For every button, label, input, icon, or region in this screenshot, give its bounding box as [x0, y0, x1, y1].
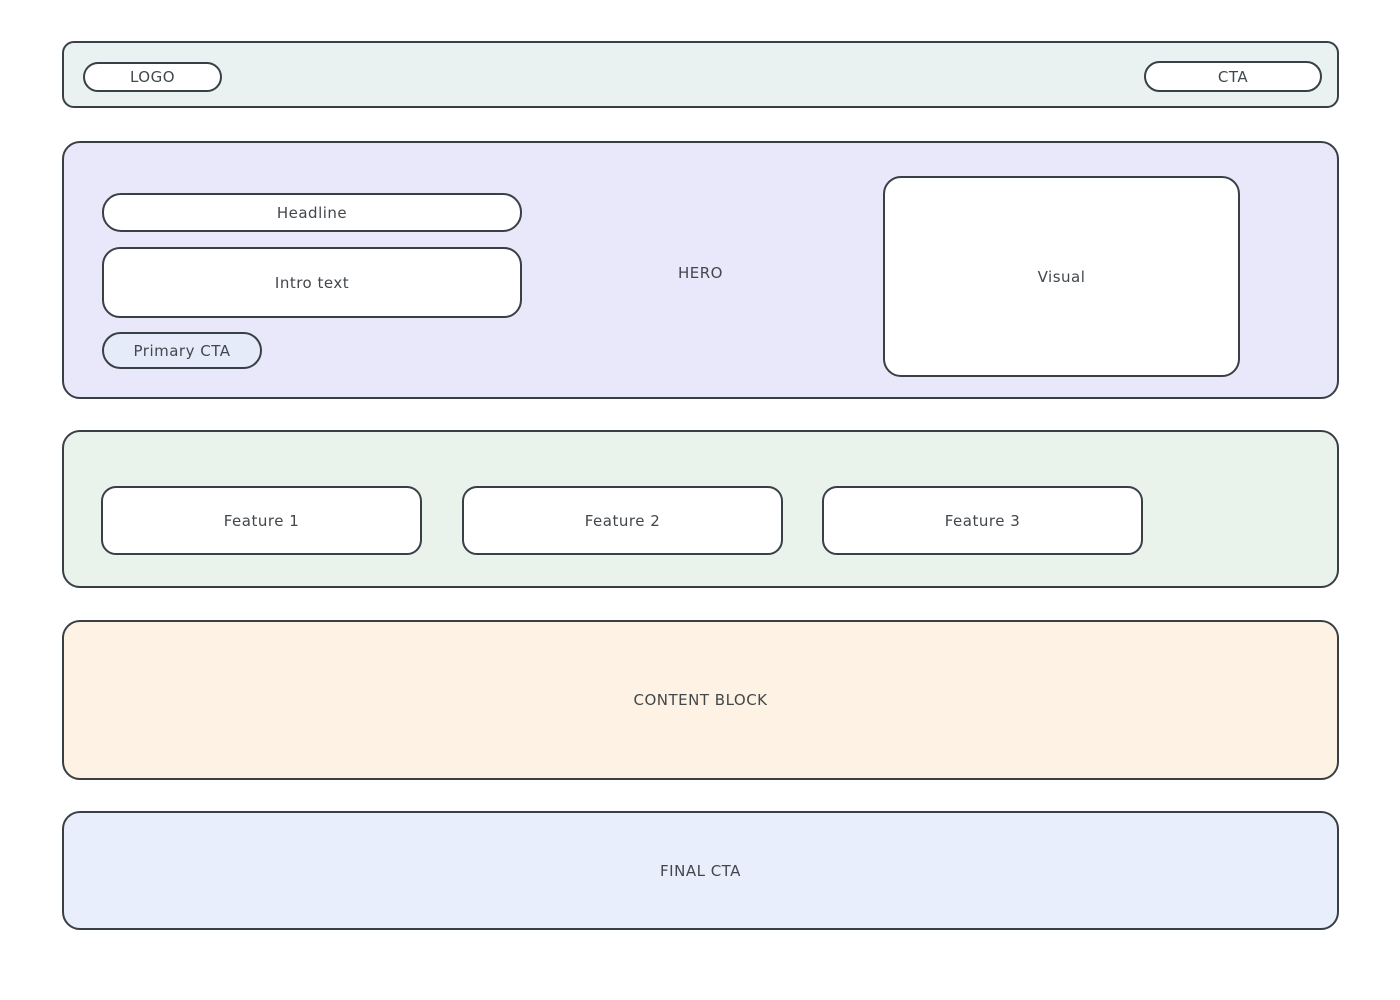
primary-cta-button[interactable]: Primary CTA: [102, 332, 262, 369]
feature-2-label: Feature 2: [584, 511, 661, 530]
hero-section-label: HERO: [678, 264, 723, 282]
headline-placeholder: Headline: [102, 193, 522, 232]
feature-card-1: Feature 1: [101, 486, 422, 555]
header-cta-label: CTA: [1217, 67, 1249, 86]
feature-3-label: Feature 3: [944, 511, 1021, 530]
features-section: Feature 1 Feature 2 Feature 3: [62, 430, 1339, 588]
header-bar: LOGO CTA: [62, 41, 1339, 108]
logo: LOGO: [83, 62, 222, 92]
intro-text-placeholder: Intro text: [102, 247, 522, 318]
headline-label: Headline: [276, 203, 348, 222]
hero-visual-label: Visual: [1037, 267, 1086, 286]
intro-text-label: Intro text: [274, 273, 350, 292]
final-cta-section: FINAL CTA: [62, 811, 1339, 930]
feature-1-label: Feature 1: [223, 511, 300, 530]
content-block-section: CONTENT BLOCK: [62, 620, 1339, 780]
primary-cta-label: Primary CTA: [133, 341, 231, 360]
hero-visual-placeholder: Visual: [883, 176, 1240, 377]
final-cta-label: FINAL CTA: [660, 861, 741, 880]
feature-card-2: Feature 2: [462, 486, 783, 555]
header-cta-button[interactable]: CTA: [1144, 61, 1322, 92]
hero-section: Headline Intro text Primary CTA HERO Vis…: [62, 141, 1339, 399]
feature-card-3: Feature 3: [822, 486, 1143, 555]
logo-label: LOGO: [129, 68, 176, 86]
content-block-label: CONTENT BLOCK: [633, 691, 768, 709]
